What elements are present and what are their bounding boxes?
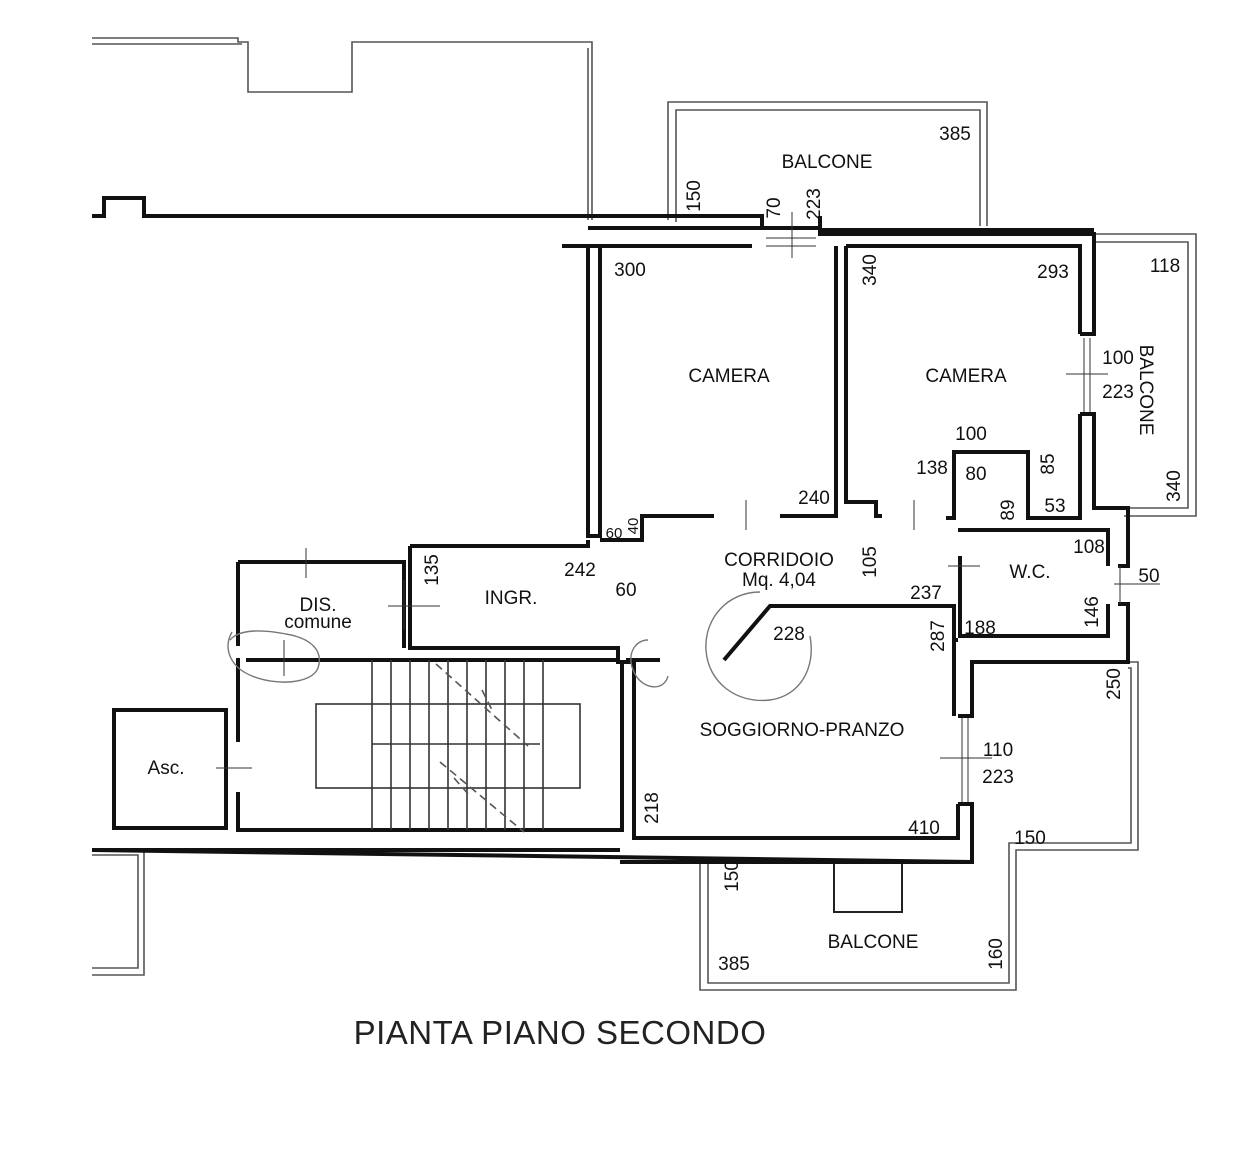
dim-150-bottom: 150 (722, 860, 743, 892)
dim-410: 410 (908, 818, 940, 839)
balcone-bottom-outline (699, 661, 1139, 991)
dim-228: 228 (773, 624, 805, 645)
label-camera-1: CAMERA (688, 366, 770, 387)
dim-223-soggiorno: 223 (982, 767, 1014, 788)
walls (91, 196, 1130, 865)
dim-118: 118 (1150, 256, 1180, 277)
dim-50: 50 (1138, 566, 1159, 587)
dim-293: 293 (1037, 262, 1069, 283)
label-balcone-right: BALCONE (1135, 345, 1156, 436)
dim-385-top: 385 (939, 124, 971, 145)
window-marks (216, 212, 1160, 802)
dim-138: 138 (916, 458, 948, 479)
dim-146: 146 (1082, 596, 1103, 628)
dim-150-right: 150 (1014, 828, 1046, 849)
dim-85: 85 (1038, 453, 1059, 474)
dim-80: 80 (965, 464, 986, 485)
dim-110: 110 (983, 740, 1013, 761)
dim-53: 53 (1044, 496, 1065, 517)
dim-237: 237 (910, 583, 942, 604)
label-ascensore: Asc. (148, 758, 185, 779)
plan-title: PIANTA PIANO SECONDO (353, 1014, 767, 1051)
dim-188: 188 (964, 618, 996, 639)
dim-89: 89 (998, 499, 1019, 520)
dim-240: 240 (798, 488, 830, 509)
dim-340-right: 340 (1164, 470, 1185, 502)
room-labels: BALCONE CAMERA CAMERA BALCONE CORRIDOIO … (148, 152, 1156, 953)
dim-40-small: 40 (625, 518, 642, 535)
label-corridoio-area: Mq. 4,04 (742, 570, 816, 591)
dim-223-window: 223 (1102, 382, 1134, 403)
dim-300: 300 (614, 260, 646, 281)
dim-108: 108 (1073, 537, 1105, 558)
label-dis: DIS. (300, 595, 337, 616)
dim-340-cam2: 340 (860, 254, 881, 286)
label-balcone-top: BALCONE (782, 152, 873, 173)
dim-60: 60 (615, 580, 636, 601)
label-soggiorno-pranzo: SOGGIORNO-PRANZO (700, 720, 905, 741)
dim-385-bottom: 385 (718, 954, 750, 975)
label-dis-comune: comune (284, 612, 352, 633)
balcone-top-outline (667, 101, 988, 226)
balcone-right-outline (1096, 233, 1197, 517)
label-camera-2: CAMERA (925, 366, 1007, 387)
label-ingresso: INGR. (485, 588, 538, 609)
dim-242: 242 (564, 560, 596, 581)
dim-150-top: 150 (684, 180, 705, 212)
dim-100-wc: 100 (955, 424, 987, 445)
staircase (315, 660, 581, 833)
label-corridoio: CORRIDOIO (724, 550, 834, 571)
dim-60-small: 60 (606, 525, 623, 542)
dim-135: 135 (422, 554, 443, 586)
dim-218: 218 (642, 792, 663, 824)
dim-160: 160 (986, 938, 1007, 970)
dim-250: 250 (1104, 668, 1125, 700)
dimension-labels: 385 150 70 223 300 340 293 118 100 223 3… (422, 124, 1185, 975)
label-wc: W.C. (1009, 562, 1050, 583)
dim-100-window: 100 (1102, 348, 1134, 369)
dim-223-top: 223 (804, 188, 825, 220)
dim-105: 105 (860, 546, 881, 578)
label-balcone-bottom: BALCONE (828, 932, 919, 953)
hand-drawn-marks (227, 591, 812, 702)
neighbour-outlines (92, 37, 593, 976)
dim-287: 287 (928, 620, 949, 652)
dim-70: 70 (764, 197, 785, 218)
